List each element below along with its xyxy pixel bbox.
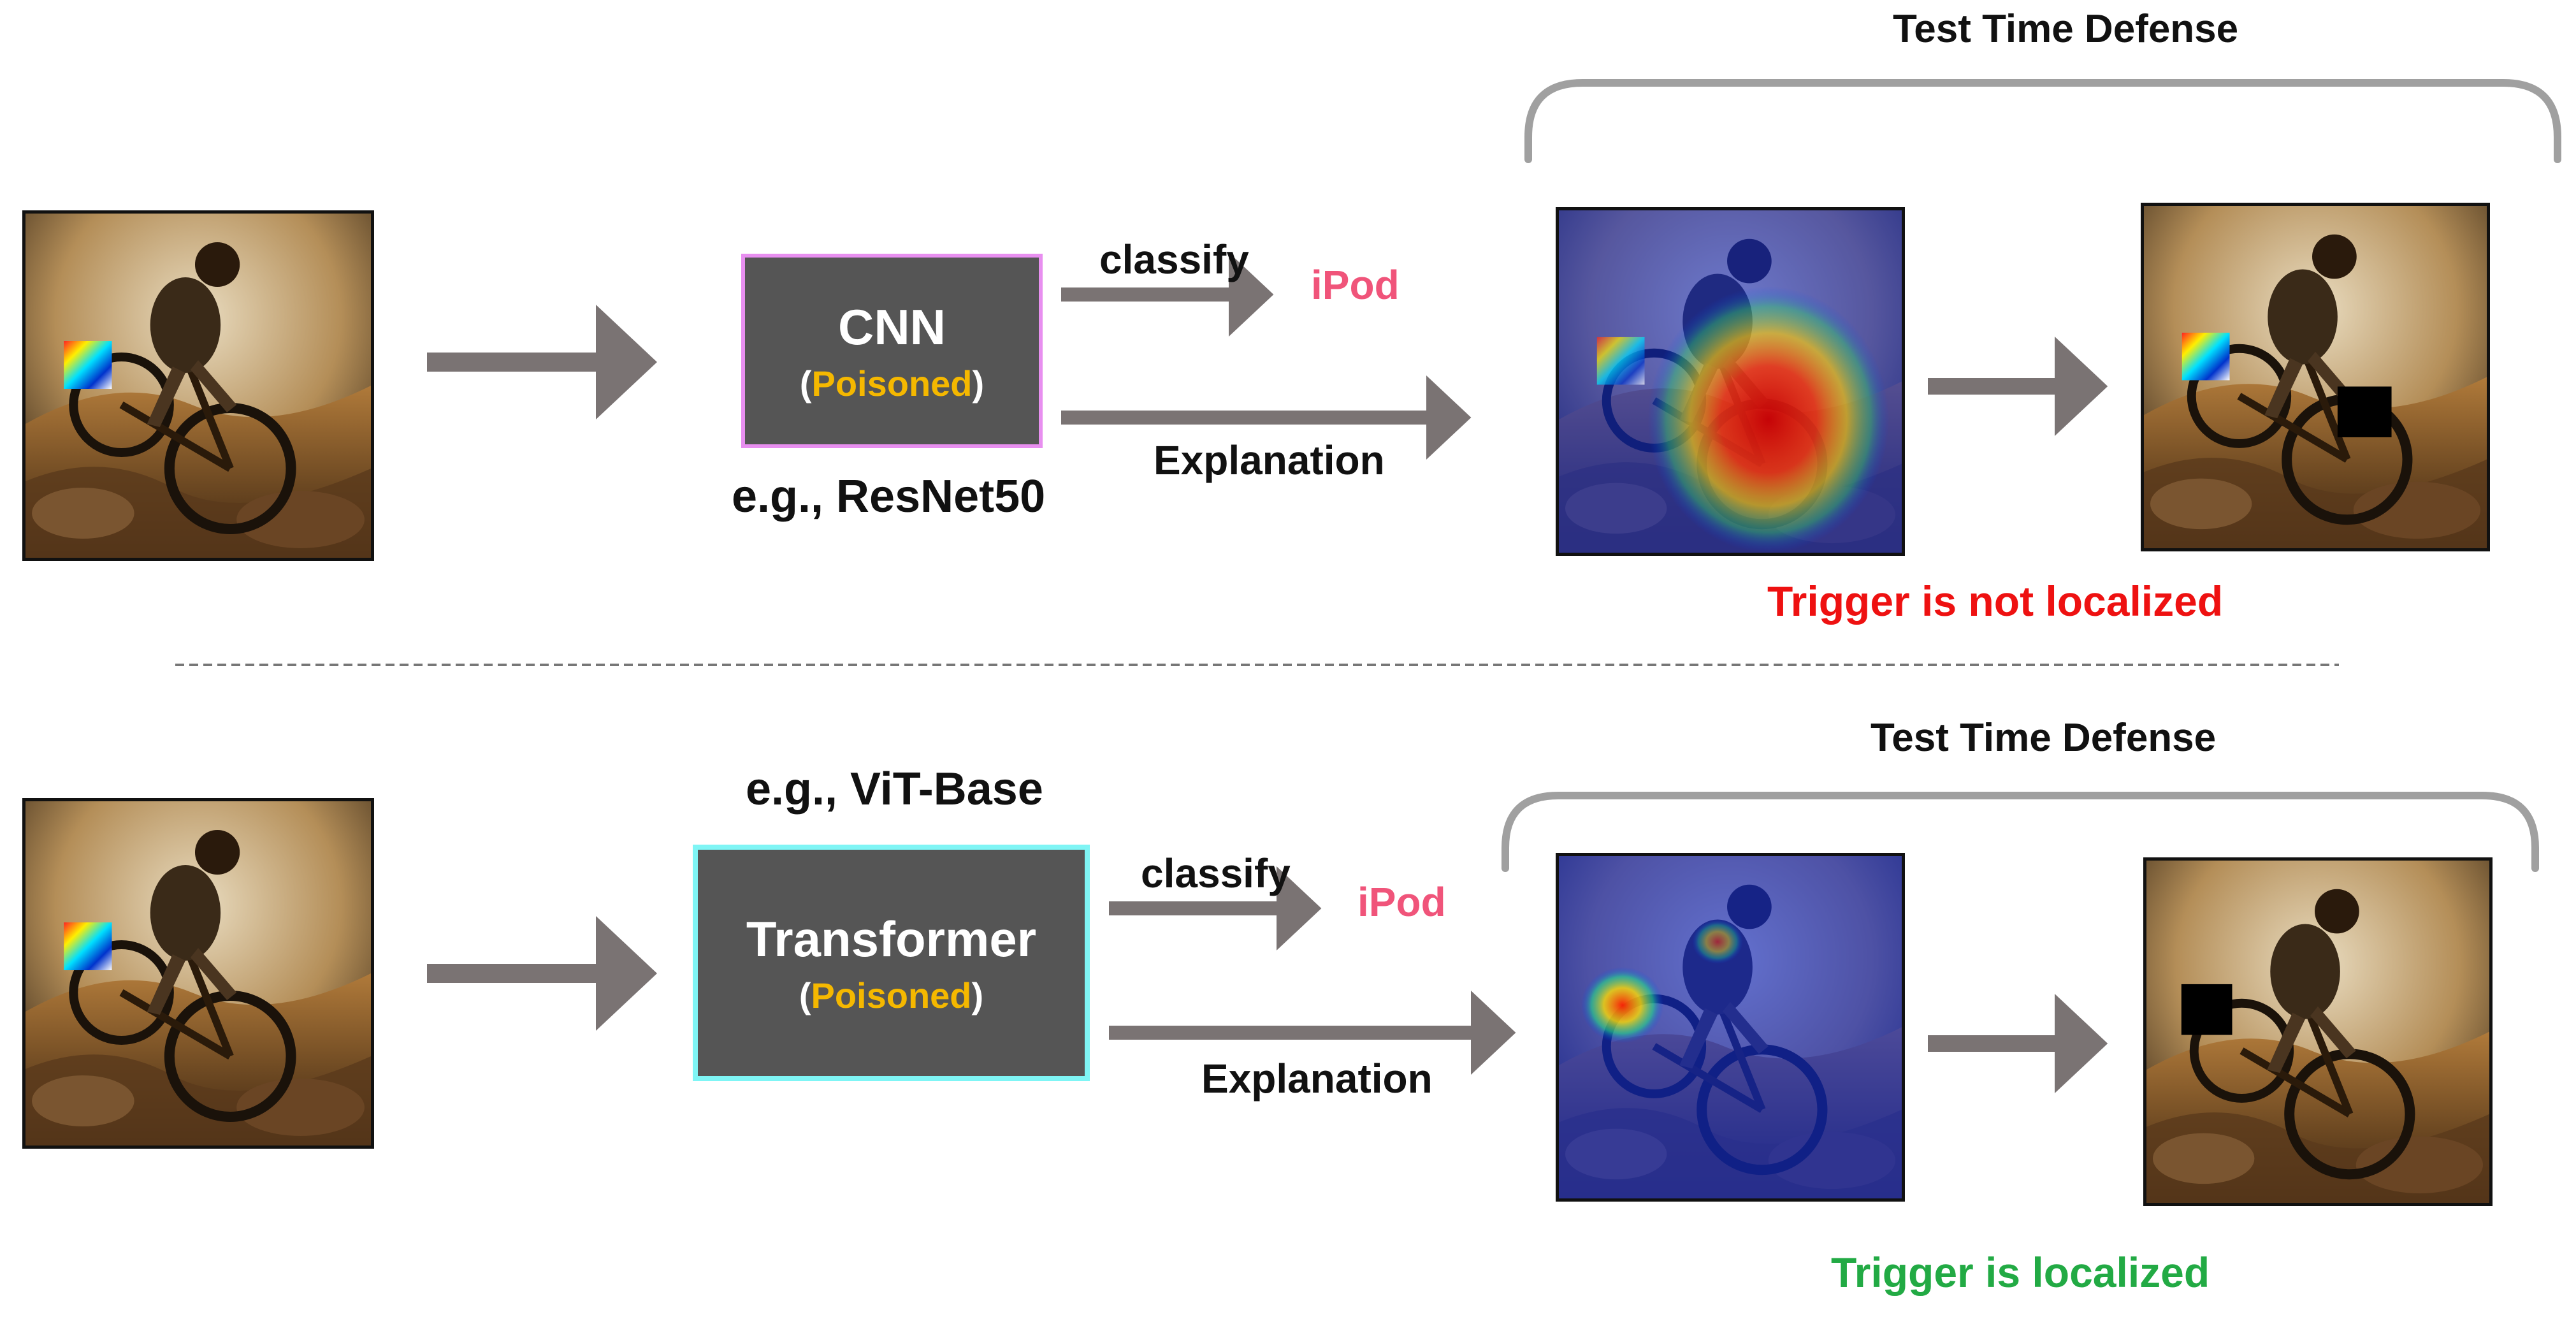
model-name: CNN: [838, 298, 946, 355]
poisoned-tag: (Poisoned): [799, 363, 985, 404]
vit-classify-label: classify: [1141, 850, 1291, 896]
bottom-result-text: Trigger is localized: [1831, 1249, 2210, 1296]
vit-defended-output: [2143, 857, 2493, 1206]
vit-example-label: e.g., ViT-Base: [746, 764, 1043, 815]
input-image-bottom: [22, 798, 374, 1149]
cnn-defended-output: [2141, 203, 2490, 551]
top-defense-title: Test Time Defense: [1893, 7, 2239, 51]
poisoned-tag: (Poisoned): [799, 975, 984, 1015]
cnn-example-label: e.g., ResNet50: [732, 471, 1046, 522]
trigger-patch: [2182, 332, 2230, 381]
vit-prediction: iPod: [1357, 879, 1446, 925]
top-result-text: Trigger is not localized: [1767, 578, 2224, 625]
cnn-explanation-label: Explanation: [1154, 437, 1385, 483]
bottom-defense-brace: [1501, 792, 2539, 872]
vit-explanation-label: Explanation: [1201, 1056, 1433, 1102]
cnn-explanation-heatmap: [1556, 207, 1905, 556]
trigger-patch: [64, 341, 112, 389]
transformer-model-box: Transformer (Poisoned): [693, 845, 1090, 1081]
model-name: Transformer: [746, 910, 1037, 967]
cnn-model-box: CNN (Poisoned): [741, 254, 1043, 448]
cnn-classify-label: classify: [1099, 236, 1249, 282]
input-image-top: [22, 210, 374, 561]
trigger-patch: [1596, 337, 1645, 385]
top-defense-brace: [1524, 79, 2561, 163]
vit-explanation-heatmap: [1556, 853, 1905, 1202]
cnn-prediction: iPod: [1311, 262, 1400, 308]
bottom-defense-title: Test Time Defense: [1870, 716, 2217, 760]
masked-region: [2337, 386, 2392, 437]
trigger-patch: [64, 922, 112, 970]
masked-region: [2181, 984, 2232, 1035]
